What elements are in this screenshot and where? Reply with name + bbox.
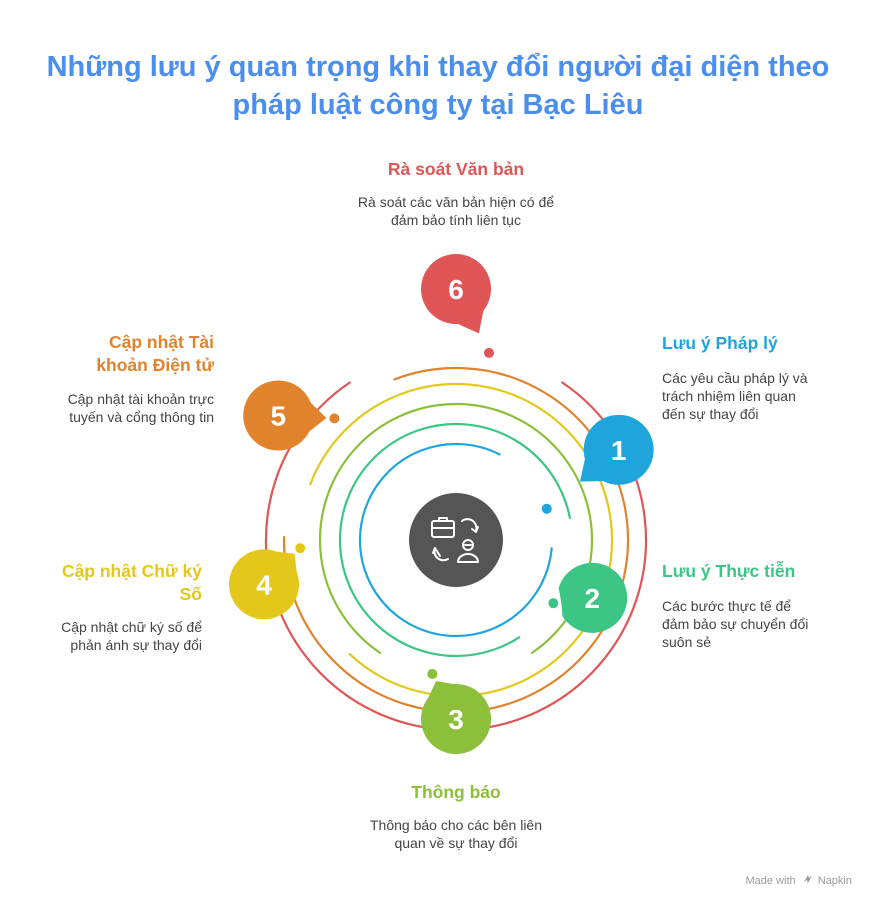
marker-2-pin [558, 562, 628, 633]
step-5-title-line-2: khoản Điện tử [96, 355, 214, 375]
marker-4: 4 [229, 549, 300, 620]
made-with-text: Made with [745, 875, 796, 887]
napkin-logo-icon [803, 874, 813, 887]
step-2-description: Các bước thực tế để đảm bảo sự chuyển đổ… [662, 597, 862, 651]
briefcase-person-swap-icon [431, 517, 479, 563]
dot-5 [329, 413, 340, 424]
step-6-title-line: Rà soát Văn bản [387, 159, 525, 179]
step-3-title: Thông báo [306, 781, 606, 804]
marker-6-number: 6 [448, 274, 464, 305]
step-1-desc-line-1: Các yêu cầu pháp lý và [662, 370, 808, 386]
markers-layer: 1 2 3 4 5 6 [229, 253, 654, 755]
step-1-desc-line-2: trách nhiệm liên quan [662, 388, 796, 404]
marker-4-number: 4 [256, 569, 272, 600]
center-circle [409, 493, 503, 587]
arc-1 [358, 442, 553, 638]
center-hub [409, 493, 503, 587]
marker-2-number: 2 [584, 583, 600, 614]
step-5-title: Cập nhật Tài khoản Điện tử [20, 331, 214, 377]
step-2-desc-line-2: đảm bảo sự chuyển đổi [662, 616, 809, 632]
step-5-title-line-1: Cập nhật Tài [108, 332, 214, 352]
dot-4 [295, 543, 306, 554]
step-4-title-line-2: Số [179, 584, 202, 604]
step-1-title-line: Lưu ý Pháp lý [662, 333, 778, 353]
step-3-desc-line-1: Thông báo cho các bên liên [369, 817, 542, 833]
step-4-desc-line-1: Cập nhật chữ ký số để [61, 619, 202, 635]
marker-6: 6 [421, 253, 491, 334]
napkin-brand-text: Napkin [817, 875, 852, 887]
marker-4-pin [229, 549, 300, 620]
step-5-desc-line-1: Cập nhật tài khoản trực [67, 391, 214, 407]
step-2-title: Lưu ý Thực tiễn [662, 560, 862, 583]
step-4-desc-line-2: phản ánh sự thay đổi [70, 637, 202, 653]
marker-1-pin [580, 414, 654, 485]
step-6-desc-line-2: đảm bảo tính liên tục [391, 212, 521, 228]
marker-3-pin [420, 681, 491, 755]
marker-5-number: 5 [270, 401, 286, 432]
dot-2 [548, 598, 559, 609]
napkin-watermark: Made with Napkin [745, 874, 852, 887]
marker-6-pin [421, 253, 491, 334]
marker-2: 2 [558, 562, 628, 633]
step-6-desc-line-1: Rà soát các văn bản hiện có để [357, 194, 555, 210]
dots-layer [295, 347, 559, 679]
step-2-title-line: Lưu ý Thực tiễn [662, 561, 796, 581]
marker-1: 1 [580, 414, 654, 485]
arc-5 [282, 366, 630, 714]
step-3-title-line: Thông báo [411, 782, 501, 802]
page-title: Những lưu ý quan trọng khi thay đổi ngườ… [0, 48, 876, 124]
step-4-title-line-1: Cập nhật Chữ ký [61, 561, 202, 581]
step-1-desc-line-3: đến sự thay đổi [662, 406, 759, 422]
marker-3-number: 3 [448, 704, 464, 735]
step-1-title: Lưu ý Pháp lý [662, 332, 852, 355]
step-2-desc-line-1: Các bước thực tế để [662, 598, 792, 614]
dot-3 [427, 668, 438, 679]
step-3-desc-line-2: quan về sự thay đổi [394, 835, 518, 851]
dot-1 [541, 503, 552, 514]
marker-5-pin [243, 380, 327, 451]
step-3-description: Thông báo cho các bên liên quan về sự th… [306, 816, 606, 852]
marker-5: 5 [243, 380, 327, 451]
step-2-desc-line-3: suôn sẻ [662, 634, 712, 650]
step-1-description: Các yêu cầu pháp lý và trách nhiệm liên … [662, 369, 862, 423]
marker-1-number: 1 [611, 435, 627, 466]
step-4-title: Cập nhật Chữ ký Số [20, 560, 202, 606]
step-6-description: Rà soát các văn bản hiện có để đảm bảo t… [306, 193, 606, 229]
arc-2 [338, 422, 571, 658]
title-line-1: Những lưu ý quan trọng khi thay đổi ngườ… [46, 51, 830, 83]
step-6-title: Rà soát Văn bản [306, 158, 606, 181]
step-5-desc-line-2: tuyến và cổng thông tin [69, 409, 214, 425]
title-line-2: pháp luật công ty tại Bạc Liêu [232, 89, 644, 121]
dot-6 [483, 347, 494, 358]
marker-3: 3 [420, 681, 491, 755]
step-5-description: Cập nhật tài khoản trực tuyến và cổng th… [20, 390, 214, 426]
step-4-description: Cập nhật chữ ký số để phản ánh sự thay đ… [20, 618, 202, 654]
